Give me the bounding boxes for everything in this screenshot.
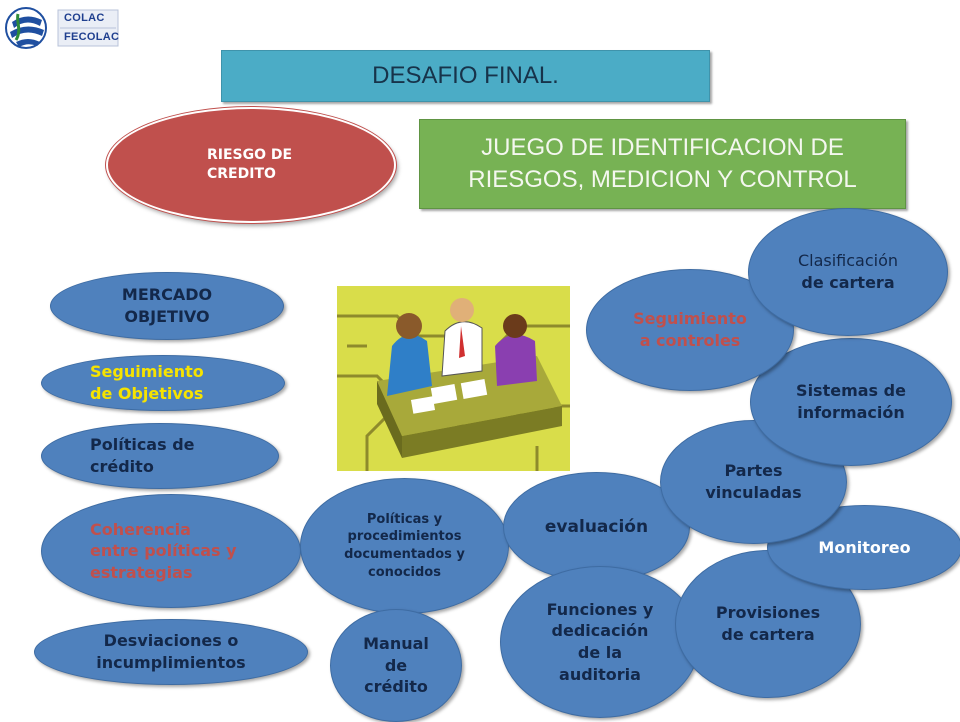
subtitle-line-1: JUEGO DE IDENTIFICACION DE: [481, 133, 844, 161]
clasificacion-line-1: Clasificación: [797, 251, 899, 271]
partes-line-2: vinculadas: [705, 483, 802, 502]
seguimiento-objetivos-node: Seguimiento de Objetivos: [41, 355, 285, 411]
politicas-procedimientos-node: Políticas y procedimientos documentados y c…: [300, 478, 509, 614]
title-text: DESAFIO FINAL.: [372, 62, 559, 89]
desviaciones-node: Desviaciones o incumplimientos: [34, 619, 308, 685]
logo-line-2: FECOLAC: [64, 31, 120, 43]
coherencia-line-1: Coherencia: [90, 519, 191, 539]
desviaciones-line-1: Desviaciones o: [103, 631, 239, 651]
desviaciones-line-2: incumplimientos: [96, 653, 246, 672]
coherencia-line-3: estrategias: [90, 562, 193, 582]
manual-line-1: Manual: [363, 634, 429, 654]
funciones-line-2: dedicación: [551, 621, 649, 641]
seguimiento-ctrl-line-1: Seguimiento: [633, 309, 747, 329]
manual-line-2: de: [384, 655, 408, 675]
seguimiento-ctrl-line-2: a controles: [639, 331, 741, 350]
politicas-proc-line-1: Políticas y: [366, 511, 443, 527]
politicas-credito-node: Políticas de crédito: [41, 423, 279, 489]
mercado-objetivo-node: MERCADO OBJETIVO: [50, 272, 284, 340]
sistemas-line-2: información: [797, 403, 905, 422]
evaluacion-node: evaluación: [503, 472, 690, 582]
manual-line-3: crédito: [364, 677, 428, 697]
colac-fecolac-logo: COLAC FECOLAC: [4, 4, 122, 54]
subtitle-line-2: RIESGOS, MEDICION Y CONTROL: [468, 166, 857, 193]
politicas-credito-line-2: crédito: [90, 457, 154, 476]
sistemas-informacion-node: Sistemas de información: [750, 338, 952, 466]
monitoreo-line-1: Monitoreo: [818, 537, 911, 557]
clasificacion-line-2: de cartera: [801, 273, 895, 292]
logo-globe-icon: [5, 7, 119, 49]
mercado-line-1: MERCADO: [121, 285, 213, 305]
politicas-proc-line-4: conocidos: [368, 564, 441, 580]
funciones-line-3: de la: [577, 643, 623, 662]
mercado-line-2: OBJETIVO: [124, 307, 210, 326]
coherencia-line-2: entre políticas y: [90, 541, 237, 561]
funciones-line-4: auditoria: [559, 664, 641, 684]
politicas-credito-line-1: Políticas de: [90, 435, 195, 455]
sistemas-line-1: Sistemas de: [796, 381, 906, 401]
riesgo-line-2: CREDITO: [207, 166, 276, 182]
title-box: DESAFIO FINAL.: [221, 50, 710, 102]
meeting-illustration: [337, 286, 570, 471]
evaluacion-line-1: evaluación: [544, 516, 649, 537]
riesgo-credito-node: RIESGO DE CREDITO: [106, 107, 396, 223]
provisiones-line-1: Provisiones: [715, 603, 821, 623]
subtitle-box: JUEGO DE IDENTIFICACION DE RIESGOS, MEDI…: [419, 119, 906, 209]
logo-line-1: COLAC: [64, 12, 105, 24]
provisiones-line-2: de cartera: [721, 625, 815, 644]
seguimiento-obj-line-2: de Objetivos: [90, 384, 204, 403]
clasificacion-cartera-node: Clasificación de cartera: [748, 208, 948, 336]
partes-line-1: Partes: [724, 461, 783, 481]
politicas-proc-line-3: documentados y: [344, 547, 465, 562]
seguimiento-obj-line-1: Seguimiento: [90, 362, 204, 382]
funciones-line-1: Funciones y: [546, 599, 654, 619]
politicas-proc-line-2: procedimientos: [347, 529, 462, 545]
riesgo-line-1: RIESGO DE: [207, 147, 293, 164]
